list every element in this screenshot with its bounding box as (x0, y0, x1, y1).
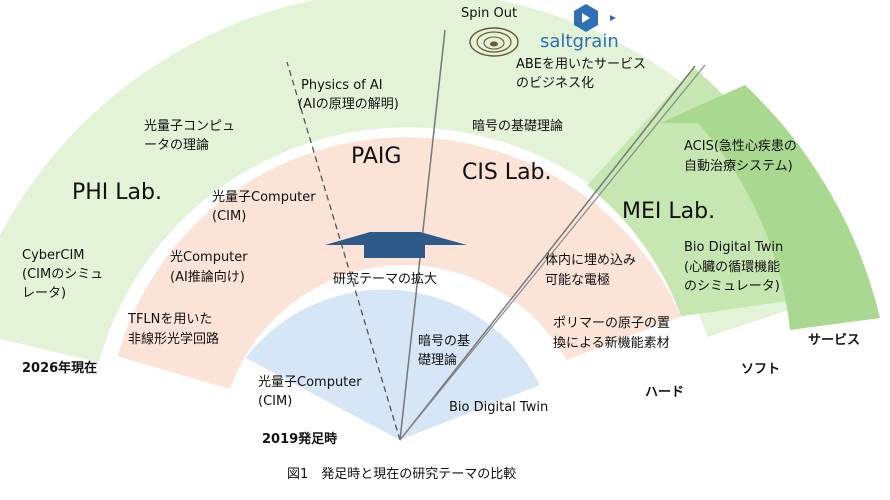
middle-band-hardware (117, 137, 682, 389)
topic-tfln-line1: TFLNを用いた (127, 312, 212, 327)
layer-label-service: サービス (808, 332, 860, 348)
topic-acis-line1: ACIS(急性心疾患の (684, 139, 797, 154)
spinout-label: Spin Out (461, 6, 517, 21)
topic-qc-cim-line2: (CIM) (212, 209, 246, 224)
topic-cybercim-line1: CyberCIM (22, 248, 85, 263)
topic-bdt-outer-line2: (心臓の循環機能 (684, 260, 780, 275)
timeline-current: 2026年現在 (22, 360, 97, 376)
topic-electrode-line1: 体内に埋め込み (545, 252, 636, 268)
topic-abe-line2: のビジネス化 (516, 76, 594, 91)
inner-topic-qc-line1: 光量子Computer (258, 375, 362, 390)
topic-crypto-theory: 暗号の基礎理論 (472, 118, 563, 134)
outer-band-current-themes (0, 0, 839, 363)
spinout-swirl-logo (469, 27, 519, 57)
topic-bdt-outer-line1: Bio Digital Twin (684, 240, 783, 255)
topic-polymer-line2: 換による新機能素材 (553, 335, 670, 351)
center-arrow-label: 研究テーマの拡大 (333, 272, 437, 287)
topic-electrode-line2: 可能な電極 (545, 272, 610, 288)
figure-caption: 図1 発足時と現在の研究テーマの比較 (287, 467, 516, 482)
topic-cybercim-line3: レータ) (22, 286, 66, 301)
topic-bdt-outer-line3: のシミュレータ) (684, 279, 780, 294)
saltgrain-logo-icon (574, 4, 616, 32)
topic-tfln-line2: 非線形光学回路 (128, 331, 219, 347)
divider-mei-start (399, 64, 706, 441)
divider-cis-mei (399, 65, 696, 441)
topic-qc-cim-line1: 光量子Computer (212, 190, 316, 205)
layer-label-hard: ハード (645, 385, 684, 400)
lab-cis: CIS Lab. (462, 160, 552, 185)
topic-optical-line2: (AI推論向け) (170, 269, 245, 285)
inner-topic-bdt: Bio Digital Twin (449, 400, 548, 415)
inner-topic-qc-line2: (CIM) (258, 394, 292, 409)
topic-optical-line1: 光Computer (170, 250, 248, 265)
topic-physics-ai-line1: Physics of AI (301, 78, 383, 93)
inner-topic-crypto-line2: 礎理論 (418, 352, 457, 368)
expansion-arrow (325, 232, 467, 258)
lab-mei: MEI Lab. (622, 199, 715, 224)
lab-phi: PHI Lab. (72, 180, 162, 205)
topic-abe-line1: ABEを用いたサービス (516, 57, 646, 72)
topic-physics-ai-line2: (AIの原理の解明) (298, 97, 399, 112)
topic-phi-outer-line1: 光量子コンピュ (144, 119, 235, 134)
lab-paig: PAIG (351, 144, 401, 169)
topic-acis-line2: 自動治療システム) (684, 159, 793, 174)
topic-polymer-line1: ポリマーの原子の置 (553, 316, 670, 331)
hard-soft-boundary-line (569, 339, 851, 411)
topic-cybercim-line2: (CIMのシミュ (22, 267, 103, 282)
service-band (660, 85, 880, 330)
topic-phi-outer-line2: ータの理論 (144, 137, 209, 153)
layer-label-soft: ソフト (741, 362, 780, 377)
divider-phi-paig (286, 61, 401, 441)
inner-fan-2019 (245, 289, 540, 440)
inner-topic-crypto-line1: 暗号の基 (418, 334, 470, 349)
saltgrain-logo-text: saltgrain (540, 31, 619, 52)
timeline-start: 2019発足時 (262, 431, 337, 447)
